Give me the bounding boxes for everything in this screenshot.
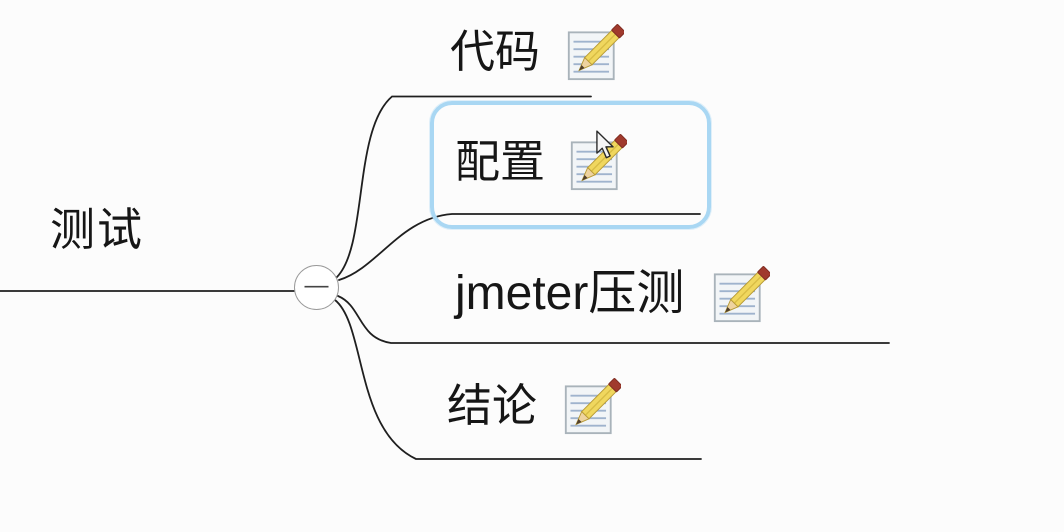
branch-line-jmeter <box>337 295 890 344</box>
child-node-code[interactable]: 代码 <box>450 20 624 84</box>
branch-line-conclusion <box>334 299 702 460</box>
notes-icon[interactable] <box>566 20 624 84</box>
child-node-label[interactable]: 结论 <box>447 380 538 432</box>
root-node-label[interactable]: 测试 <box>50 204 145 255</box>
notes-icon[interactable] <box>712 262 770 326</box>
child-node-jmeter[interactable]: jmeter压测 <box>455 262 770 326</box>
child-node-label[interactable]: 代码 <box>450 26 541 78</box>
notes-icon[interactable] <box>563 374 621 438</box>
branch-line-code <box>336 95 592 278</box>
mouse-cursor <box>596 130 614 159</box>
collapse-minus-glyph: — <box>304 272 329 299</box>
collapse-button[interactable]: — <box>294 265 339 310</box>
root-node[interactable]: 测试 <box>50 204 144 256</box>
child-node-label[interactable]: jmeter压测 <box>455 266 685 320</box>
selection-highlight <box>430 101 711 229</box>
child-node-label[interactable]: 配置 <box>455 136 546 188</box>
child-node-config[interactable]: 配置 <box>455 130 627 194</box>
child-node-conclusion[interactable]: 结论 <box>447 374 621 438</box>
